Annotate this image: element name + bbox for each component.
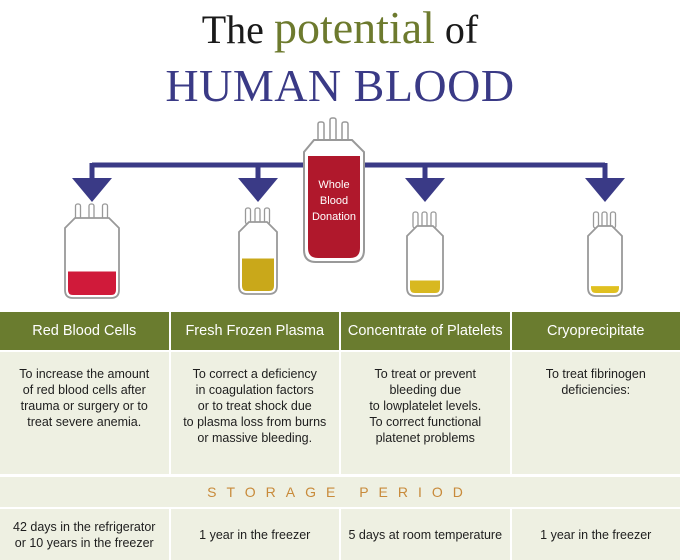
plasma-bag-icon: [238, 207, 278, 295]
storage-red-blood-cells: 42 days in the refrigerator or 10 years …: [0, 509, 169, 560]
bag-fill-level: [410, 280, 440, 293]
header-fresh-frozen-plasma: Fresh Frozen Plasma: [170, 312, 339, 350]
title-line-1: The potential of: [0, 4, 680, 54]
arrow-down-icon: [405, 178, 445, 202]
header-cryoprecipitate: Cryoprecipitate: [511, 312, 680, 350]
platelets-bag-icon: [406, 211, 444, 297]
component-header-row: Red Blood Cells Fresh Frozen Plasma Conc…: [0, 312, 680, 350]
arrow-down-icon: [238, 178, 278, 202]
whole-blood-bag-icon: Whole Blood Donation: [303, 117, 365, 263]
storage-cryoprecipitate: 1 year in the freezer: [511, 509, 680, 560]
title-the: The: [201, 7, 264, 52]
header-red-blood-cells: Red Blood Cells: [0, 312, 169, 350]
arrow-down-icon: [585, 178, 625, 202]
use-red-blood-cells: To increase the amount of red blood cell…: [0, 352, 169, 474]
bag-label-line-2: Blood: [320, 195, 348, 207]
bag-label-line-3: Donation: [312, 211, 356, 223]
title-potential: potential: [273, 2, 435, 53]
arrow-down-icon: [72, 178, 112, 202]
red-blood-cells-bag-icon: [64, 203, 120, 299]
storage-concentrate-of-platelets: 5 days at room temperature: [341, 509, 510, 560]
bag-label-line-1: Whole: [318, 179, 349, 191]
component-bags: [64, 203, 623, 299]
bag-fill-level: [591, 286, 619, 293]
cryoprecipitate-bag-icon: [587, 211, 623, 297]
header-concentrate-of-platelets: Concentrate of Platelets: [341, 312, 510, 350]
use-fresh-frozen-plasma: To correct a deficiency in coagulation f…: [170, 352, 339, 474]
storage-period-row: 42 days in the refrigerator or 10 years …: [0, 509, 680, 560]
use-concentrate-of-platelets: To treat or prevent bleeding due to lowp…: [341, 352, 510, 474]
title-line-2: HUMAN BLOOD: [165, 60, 515, 111]
use-cryoprecipitate: To treat fibrinogen deficiencies:: [511, 352, 680, 474]
title-of: of: [444, 7, 479, 52]
bag-fill-level: [242, 258, 274, 291]
storage-period-banner: STORAGE PERIOD: [0, 477, 680, 507]
use-description-row: To increase the amount of red blood cell…: [0, 352, 680, 474]
blood-component-diagram: Whole Blood Donation: [64, 117, 625, 299]
bag-fill-level: [68, 271, 116, 295]
storage-period-label: STORAGE PERIOD: [207, 484, 473, 500]
storage-fresh-frozen-plasma: 1 year in the freezer: [170, 509, 339, 560]
